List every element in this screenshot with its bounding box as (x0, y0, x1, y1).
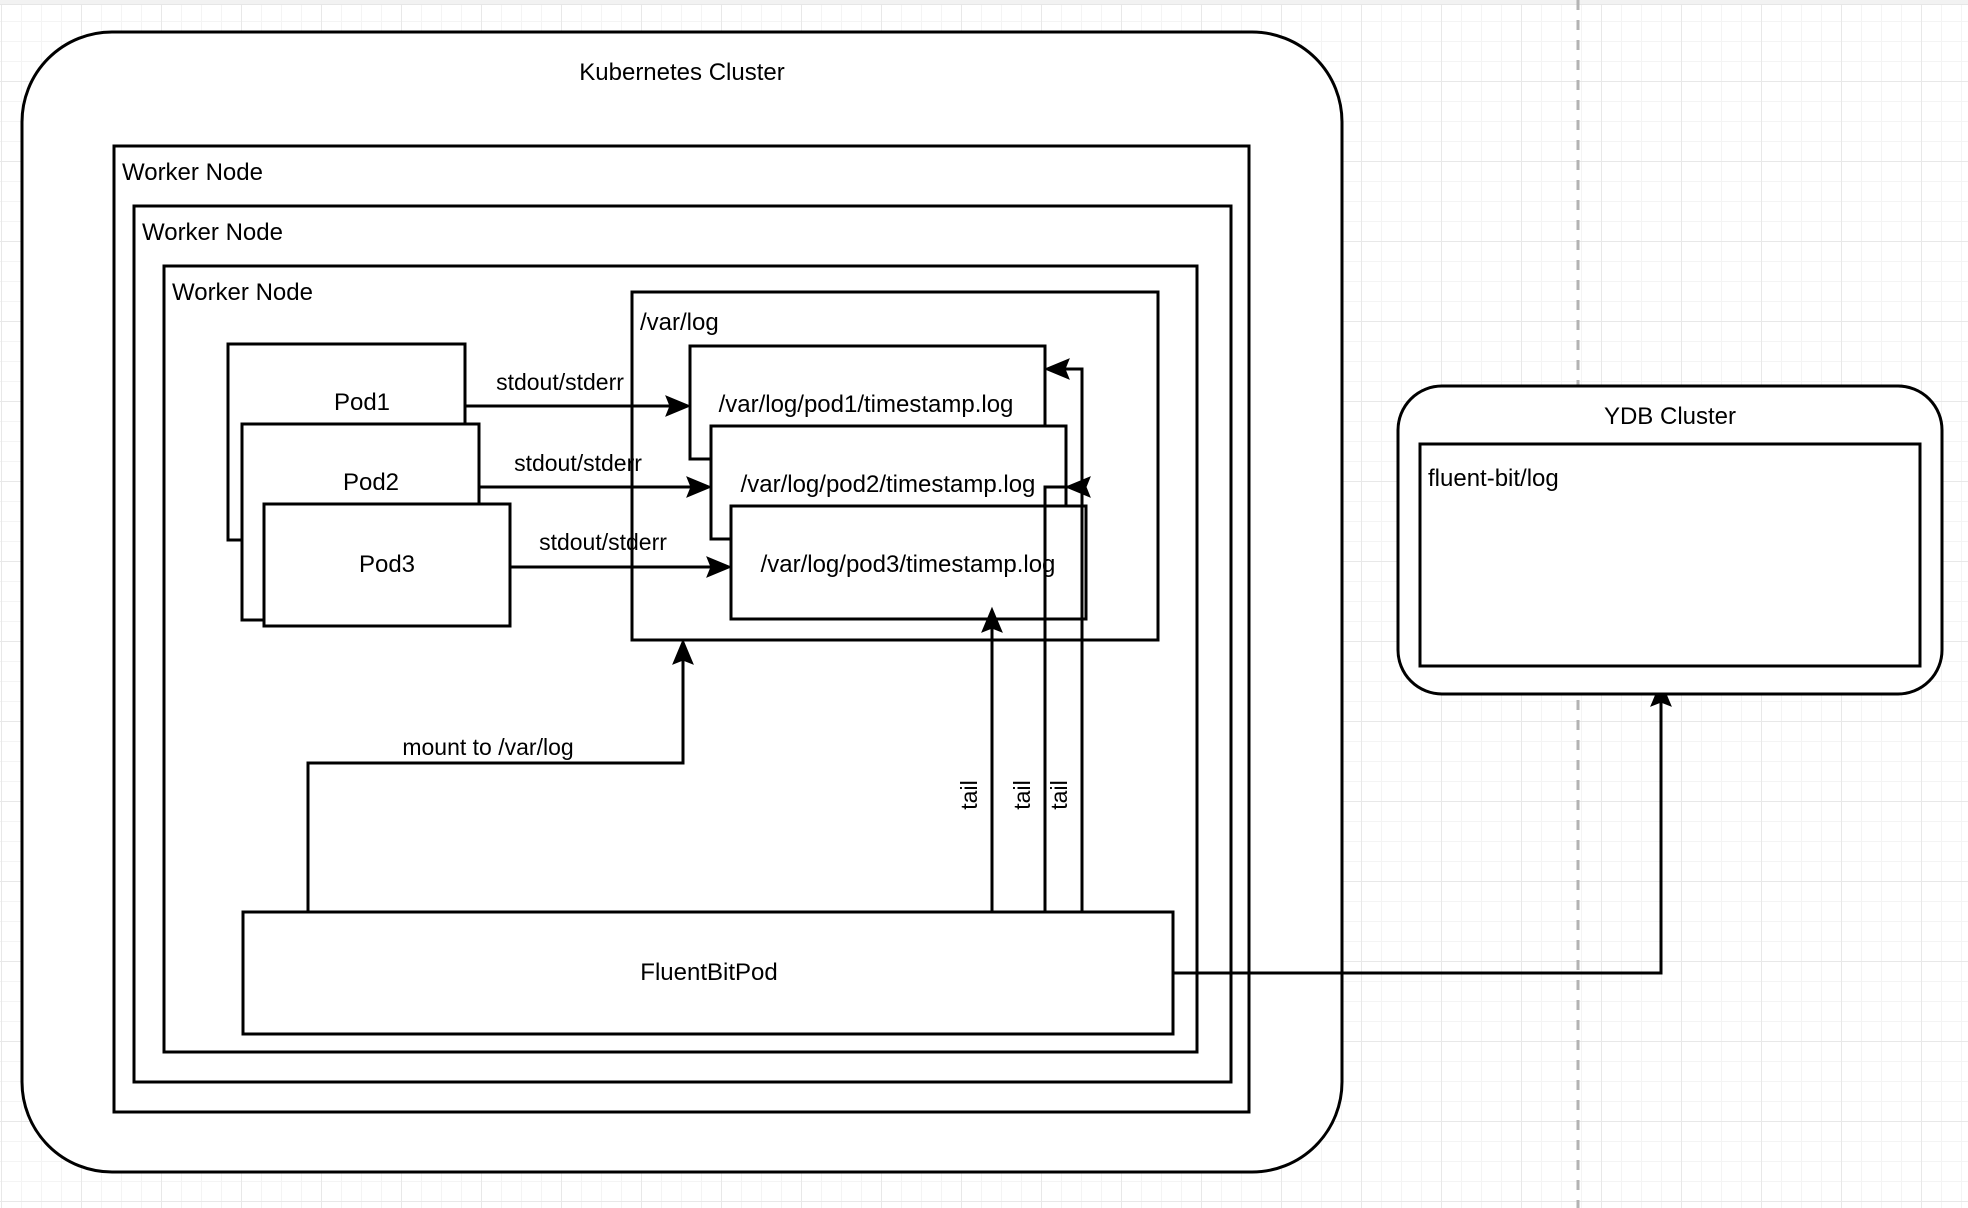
edge-mount-varlog-arrowhead (672, 638, 694, 665)
edge-tail-pod1-arrowhead (1043, 358, 1070, 380)
edge-mount-varlog (306, 658, 685, 912)
worker-node-2-label: Worker Node (142, 219, 283, 246)
edge-tail-pod1-label: tail (1046, 780, 1072, 809)
ydb-table-fluentbit-log[interactable] (1418, 442, 1922, 668)
pod-1-label: Pod1 (334, 389, 390, 416)
log-file-pod3-label: /var/log/pod3/timestamp.log (761, 551, 1056, 578)
pod-3-label: Pod3 (359, 551, 415, 578)
worker-node-1-label: Worker Node (122, 159, 263, 186)
log-file-pod1-label: /var/log/pod1/timestamp.log (719, 391, 1014, 418)
edge-stdout-pod2-arrowhead (686, 476, 713, 498)
edge-tail-pod3-label: tail (956, 780, 982, 809)
pod-3[interactable] (262, 502, 512, 628)
edge-stdout-pod1-arrowhead (665, 395, 692, 417)
kubernetes-cluster-label: Kubernetes Cluster (579, 59, 784, 86)
log-file-pod3[interactable] (729, 504, 1088, 621)
fluentbit-pod-label: FluentBitPod (640, 959, 777, 986)
edge-mount-varlog-label: mount to /var/log (402, 734, 573, 760)
edge-fluentbit-to-ydb (1173, 700, 1663, 975)
ydb-table-fluentbit-log-label: fluent-bit/log (1428, 465, 1559, 492)
top-edge-strip (0, 0, 1968, 5)
edge-tail-pod3-arrowhead (981, 606, 1003, 633)
pod-2-label: Pod2 (343, 469, 399, 496)
edge-tail-pod1 (1063, 367, 1084, 912)
var-log-label: /var/log (640, 309, 719, 336)
log-file-pod2-label: /var/log/pod2/timestamp.log (741, 471, 1036, 498)
edge-stdout-pod3-label: stdout/stderr (539, 529, 667, 555)
ydb-cluster-label: YDB Cluster (1604, 403, 1736, 430)
edge-tail-pod2-label: tail (1009, 780, 1035, 809)
edge-stdout-pod3-arrowhead (706, 556, 733, 578)
edge-stdout-pod2-label: stdout/stderr (514, 450, 642, 476)
edge-stdout-pod1-label: stdout/stderr (496, 369, 624, 395)
worker-node-3-label: Worker Node (172, 279, 313, 306)
